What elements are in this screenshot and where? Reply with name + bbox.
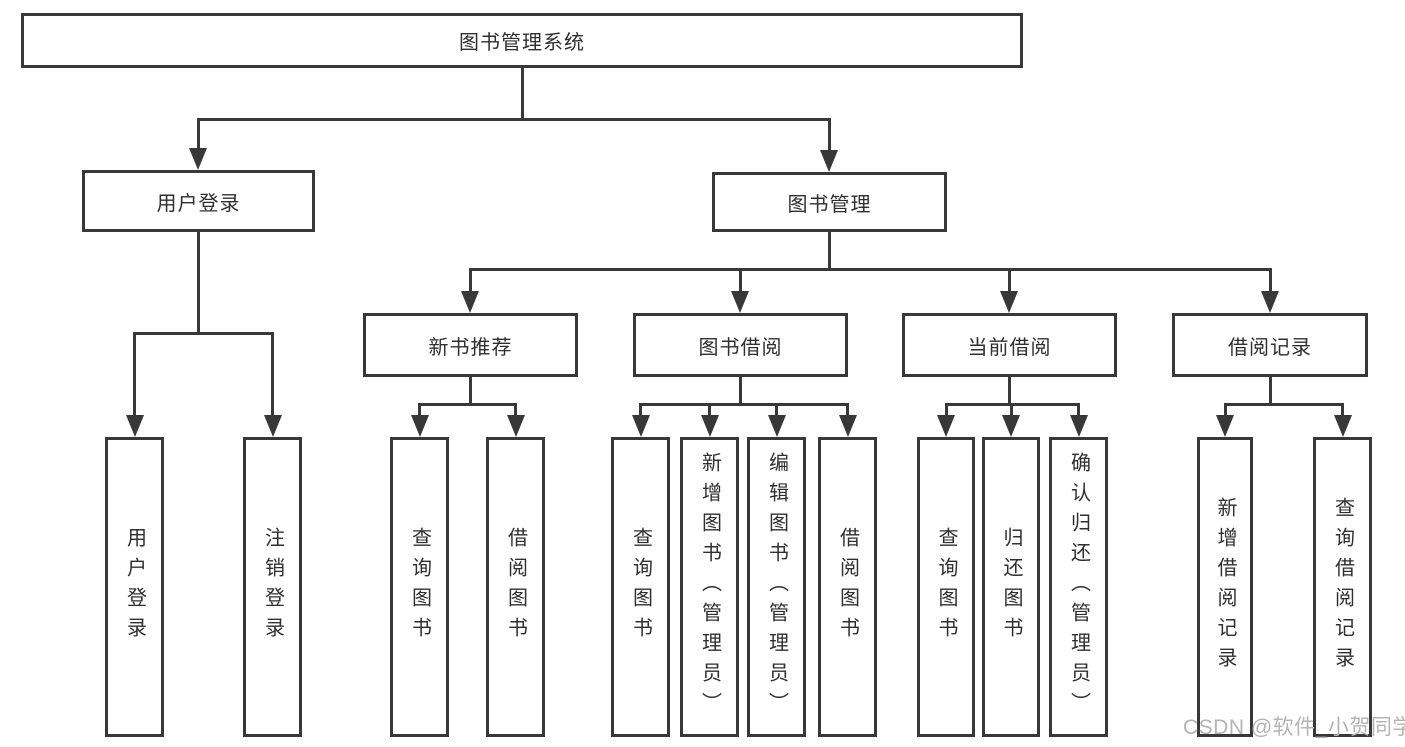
arrow-down-icon [189, 148, 207, 170]
connector-line [1269, 377, 1272, 406]
connector-line [1077, 403, 1080, 417]
connector-line [419, 403, 517, 406]
connector-line [1010, 403, 1013, 417]
arrow-down-icon [1002, 415, 1020, 437]
node-root-system: 图书管理系统 [21, 13, 1023, 68]
connector-line [521, 66, 524, 120]
connector-line [1269, 268, 1272, 293]
connector-line [133, 332, 136, 416]
arrow-down-icon [701, 415, 719, 437]
leaf-label: 借阅图书 [836, 527, 859, 647]
leaf-label: 借阅图书 [504, 527, 527, 647]
node-current-borrowing: 当前借阅 [902, 313, 1117, 377]
connector-line [828, 118, 831, 152]
connector-line [708, 403, 711, 417]
leaf-label: 查询图书 [408, 527, 431, 647]
arrow-down-icon [1216, 415, 1234, 437]
connector-line [775, 403, 778, 417]
connector-line [197, 118, 200, 150]
arrow-down-icon [126, 415, 144, 437]
leaf-label: 编辑图书（管理员） [765, 452, 788, 722]
arrow-down-icon [264, 415, 282, 437]
node-label: 借阅记录 [1228, 336, 1312, 359]
connector-line [1008, 377, 1011, 406]
leaf-add-books-admin: 新增图书（管理员） [680, 437, 739, 737]
arrow-down-icon [632, 415, 650, 437]
leaf-label: 注销登录 [261, 527, 284, 647]
node-borrow-records: 借阅记录 [1172, 313, 1368, 377]
leaf-label: 确认归还（管理员） [1067, 452, 1090, 722]
connector-line [197, 118, 831, 121]
leaf-query-borrow-record: 查询借阅记录 [1313, 437, 1372, 737]
leaf-borrow-books: 借阅图书 [818, 437, 877, 737]
connector-line [1224, 403, 1344, 406]
arrow-down-icon [507, 415, 525, 437]
connector-line [469, 268, 472, 293]
leaf-query-books-recommend: 查询图书 [390, 437, 449, 737]
connector-line [739, 268, 742, 293]
arrow-down-icon [461, 291, 479, 313]
connector-line [1224, 403, 1227, 417]
connector-line [945, 403, 948, 417]
leaf-return-books: 归还图书 [982, 437, 1040, 737]
leaf-label: 归还图书 [1000, 527, 1022, 647]
node-label: 用户登录 [156, 192, 241, 215]
leaf-query-books-current: 查询图书 [917, 437, 975, 737]
leaf-query-books-borrowing: 查询图书 [611, 437, 670, 737]
connector-line [271, 332, 274, 416]
leaf-label: 新增借阅记录 [1214, 497, 1236, 677]
leaf-label: 查询图书 [935, 527, 957, 647]
connector-line [1341, 403, 1344, 417]
arrow-down-icon [839, 415, 857, 437]
arrow-down-icon [731, 291, 749, 313]
connector-line [1008, 268, 1011, 293]
connector-line [197, 232, 200, 334]
connector-line [133, 332, 274, 335]
arrow-down-icon [1070, 415, 1088, 437]
arrow-down-icon [1000, 291, 1018, 313]
arrow-down-icon [768, 415, 786, 437]
leaf-user-login: 用户登录 [105, 437, 164, 737]
arrow-down-icon [1334, 415, 1352, 437]
csdn-watermark: CSDN @软件_小贺同学 [1183, 716, 1405, 739]
leaf-add-borrow-record: 新增借阅记录 [1197, 437, 1253, 737]
node-book-borrowing: 图书借阅 [633, 313, 848, 377]
arrow-down-icon [820, 150, 838, 172]
leaf-borrow-books-recommend: 借阅图书 [486, 437, 545, 737]
node-book-management: 图书管理 [712, 172, 947, 232]
connector-line [739, 377, 742, 406]
connector-line [418, 403, 421, 417]
node-new-book-recommend: 新书推荐 [363, 313, 578, 377]
leaf-label: 用户登录 [123, 527, 146, 647]
leaf-label: 新增图书（管理员） [698, 452, 721, 722]
arrow-down-icon [1261, 291, 1279, 313]
connector-line [828, 232, 831, 271]
node-user-login: 用户登录 [82, 170, 315, 232]
node-label: 图书借阅 [698, 336, 783, 359]
arrow-down-icon [411, 415, 429, 437]
node-label: 图书管理系统 [459, 32, 585, 54]
leaf-logout: 注销登录 [243, 437, 302, 737]
arrow-down-icon [937, 415, 955, 437]
leaf-label: 查询借阅记录 [1331, 497, 1354, 677]
connector-line [846, 403, 849, 417]
connector-line [514, 403, 517, 417]
connector-line [639, 403, 848, 406]
node-label: 图书管理 [787, 193, 872, 216]
node-label: 新书推荐 [428, 336, 513, 359]
node-label: 当前借阅 [967, 336, 1052, 359]
connector-line [469, 377, 472, 406]
leaf-label: 查询图书 [629, 527, 652, 647]
leaf-confirm-return-admin: 确认归还（管理员） [1049, 437, 1108, 737]
connector-line [469, 268, 1272, 271]
connector-line [639, 403, 642, 417]
leaf-edit-books-admin: 编辑图书（管理员） [747, 437, 806, 737]
